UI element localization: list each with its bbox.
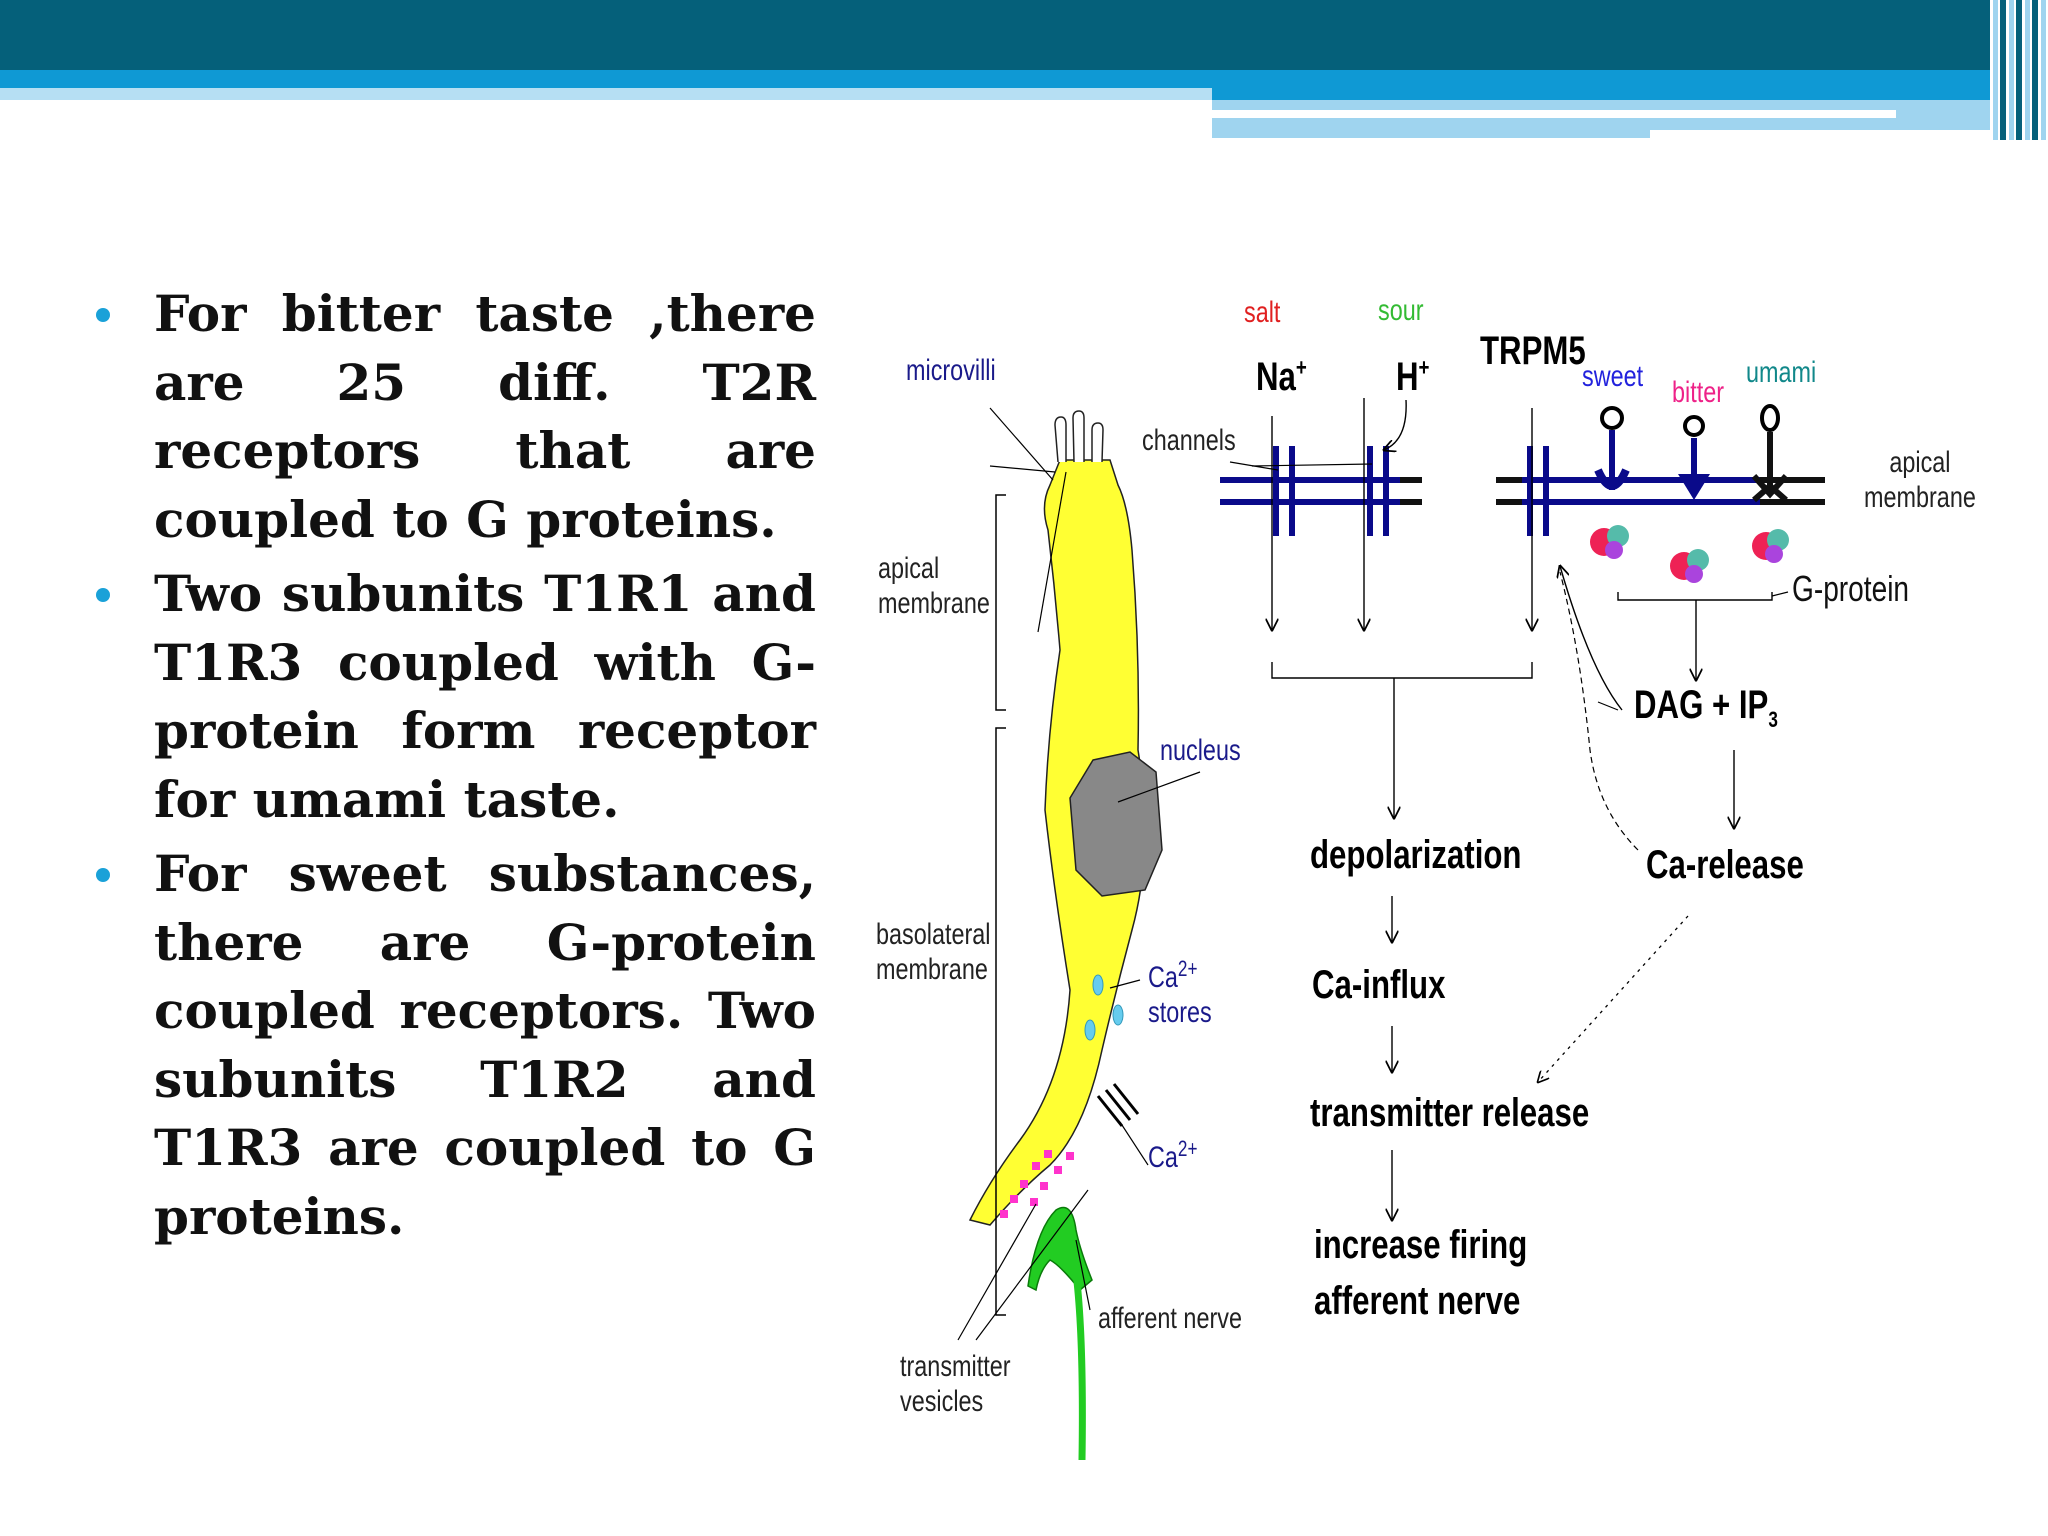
afferent-nerve-cascade-label: afferent nerve	[1314, 1279, 1521, 1323]
umami-label: umami	[1746, 356, 1817, 389]
header-stripes	[1990, 0, 2048, 140]
nucleus-shape	[1069, 751, 1163, 897]
header-line-2	[1650, 130, 2048, 138]
ion-channel	[1273, 446, 1549, 536]
afferent-nerve-label: afferent nerve	[1098, 1302, 1242, 1335]
transmitter-release-label: transmitter release	[1310, 1091, 1590, 1135]
basolateral-bracket	[995, 727, 1006, 1316]
microvilli-shape	[1054, 410, 1104, 463]
header-bar-light	[0, 88, 1212, 100]
g-protein	[1670, 549, 1709, 583]
taste-cell-diagram: salt sour sweet bitter umami Na+ H+ TRPM…	[870, 290, 1980, 1460]
apical-membrane-label: apical membrane	[878, 552, 990, 620]
bullet-text: Two subunits T1R1 and T1R3 coupled with …	[154, 564, 816, 829]
diagram-graphic	[957, 398, 1825, 1460]
bitter-label: bitter	[1672, 376, 1725, 409]
umami-receptor	[1751, 404, 1789, 503]
bullet-list: For bitter taste ,there are 25 diff. T2R…	[96, 280, 816, 1257]
ca-stores-label: Ca2+stores	[1148, 956, 1212, 1029]
bullet-item: Two subunits T1R1 and T1R3 coupled with …	[96, 560, 816, 834]
bitter-receptor	[1678, 415, 1710, 500]
taste-cell-body	[968, 459, 1146, 1226]
salt-label: salt	[1244, 296, 1281, 329]
increase-firing-label: increase firing	[1314, 1223, 1528, 1267]
afferent-nerve-shape	[1027, 1206, 1093, 1292]
basolateral-membrane-label: basolateral membrane	[876, 918, 991, 986]
bullet-dot-icon	[96, 308, 110, 322]
sodium-ion-label: Na+	[1256, 354, 1307, 399]
bullet-dot-icon	[96, 868, 110, 882]
header-banner	[0, 0, 2048, 140]
hydrogen-ion-label: H+	[1396, 354, 1430, 399]
bullet-item: For bitter taste ,there are 25 diff. T2R…	[96, 280, 816, 554]
transmitter-vesicles-label: transmitter vesicles	[900, 1350, 1011, 1418]
dag-ip3-label: DAG + IP3	[1634, 683, 1778, 732]
g-protein-label: G-protein	[1792, 568, 1910, 609]
ca-channel-label: Ca2+	[1148, 1136, 1198, 1174]
bullet-dot-icon	[96, 588, 110, 602]
header-bar-blue	[0, 70, 1212, 88]
bullet-text: For bitter taste ,there are 25 diff. T2R…	[154, 284, 816, 549]
header-line	[1212, 110, 1896, 118]
ca-store	[1112, 1004, 1124, 1026]
channels-label: channels	[1142, 424, 1236, 457]
afferent-nerve-fiber	[1071, 1264, 1086, 1460]
g-protein	[1590, 525, 1629, 559]
ca-store	[1084, 1019, 1096, 1041]
header-bar-dark	[0, 0, 2048, 70]
transmitter-vesicle-group	[1000, 1150, 1074, 1218]
microvilli-label: microvilli	[906, 354, 996, 387]
sour-label: sour	[1378, 294, 1424, 327]
bullet-item: For sweet substances, there are G-protei…	[96, 840, 816, 1251]
sweet-label: sweet	[1582, 360, 1644, 393]
apical-membrane-line	[1220, 477, 1820, 505]
sweet-receptor	[1594, 406, 1630, 490]
depolarization-label: depolarization	[1310, 833, 1522, 877]
trpm5-label: TRPM5	[1480, 329, 1586, 373]
header-bar-blue-right	[1212, 70, 2048, 100]
apical-bracket	[995, 494, 1006, 711]
ca-release-label: Ca-release	[1646, 843, 1804, 887]
ca-store	[1092, 974, 1104, 996]
apical-membrane-label-right: apical membrane	[1864, 446, 1976, 514]
nucleus-label: nucleus	[1160, 734, 1241, 767]
ca-influx-label: Ca-influx	[1312, 963, 1446, 1007]
bullet-text: For sweet substances, there are G-protei…	[154, 844, 816, 1246]
g-protein	[1752, 529, 1789, 563]
ca-channel	[1096, 1083, 1140, 1127]
